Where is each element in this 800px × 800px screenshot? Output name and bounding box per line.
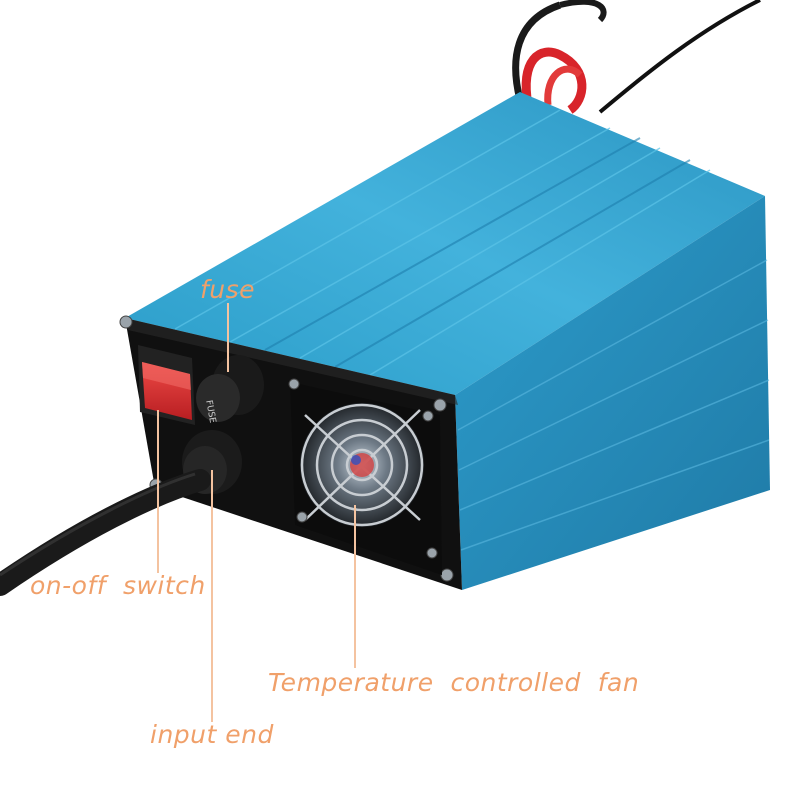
housing-top bbox=[125, 92, 765, 395]
housing-ribs bbox=[174, 109, 711, 376]
temperature-fan-label: Temperature controlled fan bbox=[268, 668, 640, 697]
fuse-holder[interactable]: FUSE bbox=[196, 355, 264, 424]
on-off-switch-label: on-off switch bbox=[30, 571, 206, 600]
housing-side bbox=[455, 196, 770, 590]
callout-lines bbox=[157, 303, 356, 722]
on-off-switch[interactable] bbox=[138, 345, 195, 425]
cooling-fan bbox=[288, 378, 442, 575]
input-cable bbox=[0, 469, 211, 596]
fuse-label: fuse bbox=[200, 275, 256, 304]
fuse-holder-text: FUSE bbox=[203, 399, 217, 424]
output-cables bbox=[512, 0, 761, 114]
input-end-label: input end bbox=[150, 720, 274, 749]
